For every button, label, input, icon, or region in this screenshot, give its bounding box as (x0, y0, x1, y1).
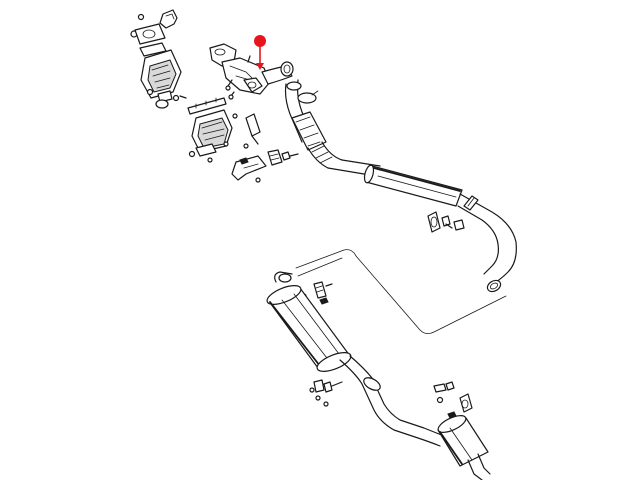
intermediate-pipe (284, 79, 343, 169)
catalytic-converter-rear (191, 109, 233, 157)
converter-flange-gasket (134, 23, 167, 57)
sensor-bracket (243, 113, 261, 149)
converter-lower-fasteners (146, 88, 187, 102)
muffler-inlet-pipe (274, 271, 293, 283)
manifold-studs (225, 55, 251, 100)
catalytic-converter-front (140, 49, 182, 109)
converter-rear-fasteners (188, 113, 238, 163)
highlight-marker-dot[interactable] (254, 35, 266, 47)
upper-gasket-clip (159, 9, 178, 29)
exhaust-manifold (209, 43, 271, 95)
resonator (363, 164, 463, 207)
hanger-isolator-front (267, 149, 299, 166)
muffler-hanger-top (301, 281, 333, 305)
rear-muffler (266, 285, 352, 372)
front-pipe-mount (231, 155, 267, 183)
highlight-callout[interactable] (254, 35, 266, 70)
heat-shield-bracket (187, 97, 227, 115)
tailpipe (339, 355, 445, 447)
reference-leader-line (295, 249, 507, 334)
resonator-hanger-set (427, 211, 465, 233)
mid-pipe-s-bend (457, 193, 517, 293)
tailpipe-hanger-left (309, 379, 343, 407)
tailpipe-hanger-right (433, 381, 473, 419)
manifold-outlet-pipe (261, 61, 294, 85)
tail-muffler (437, 415, 491, 480)
